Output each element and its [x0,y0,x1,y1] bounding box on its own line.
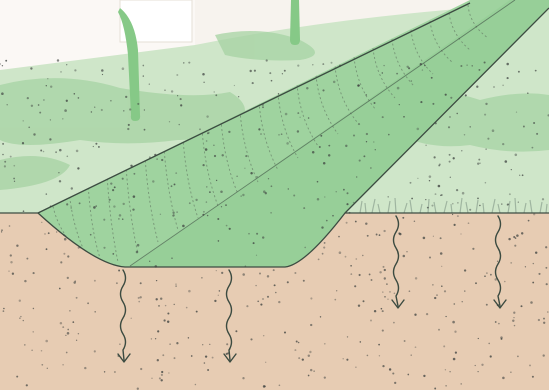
bioswale-illustration [0,0,549,390]
scene-svg [0,0,549,390]
